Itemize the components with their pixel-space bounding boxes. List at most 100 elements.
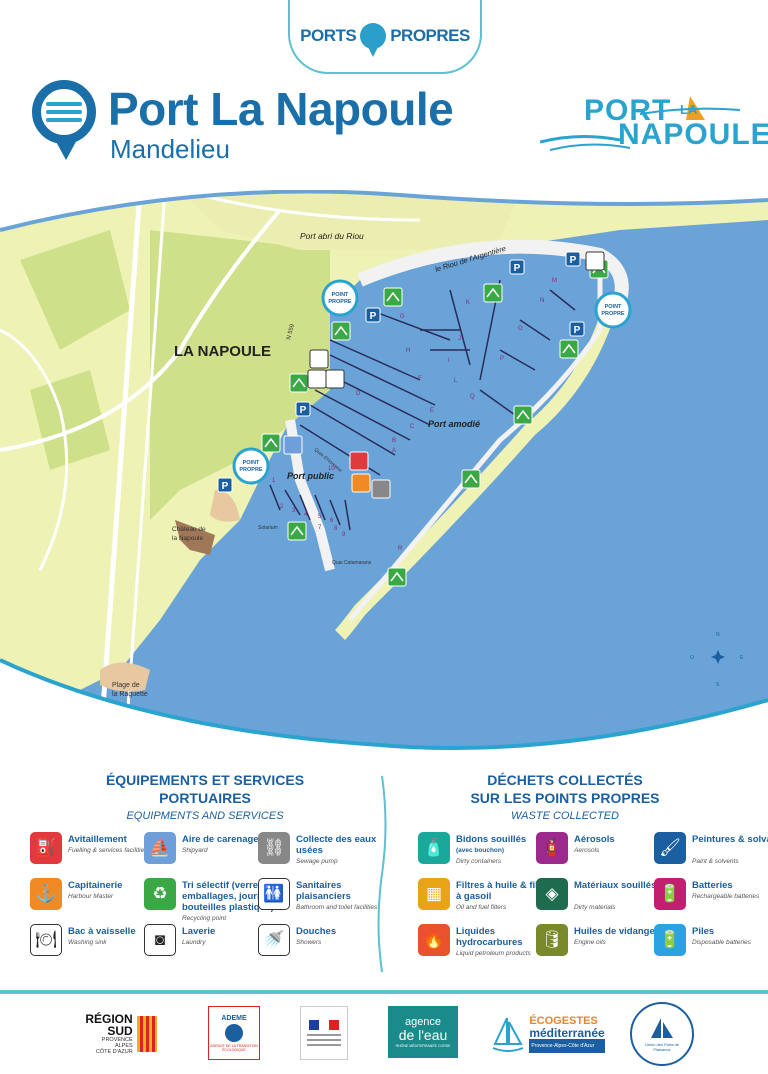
pontoon-label-e: E — [430, 408, 434, 414]
legend-item-title: Piles — [692, 926, 715, 937]
legend-item-title: Avitaillement — [68, 834, 127, 845]
legend-item-sub: Shipyard — [182, 847, 208, 854]
label-n559: N 559 — [286, 323, 296, 341]
pontoon-label-c: C — [410, 424, 415, 430]
recycling-icon — [387, 567, 407, 587]
footer-divider — [0, 990, 768, 994]
pontoon-label-f: F — [418, 376, 422, 382]
public-pontoon-label: 8 — [334, 526, 338, 532]
legend-item-sub: Sewage pump — [296, 858, 338, 865]
legend-right-subtitle: WASTE COLLECTED — [511, 810, 619, 822]
legend-icon: 🔋 — [654, 924, 686, 956]
parking-icon: P — [509, 259, 525, 275]
legend-item-sub: Engine oils — [574, 939, 606, 946]
parking-icon: P — [365, 307, 381, 323]
legend-icon: ♻ — [144, 878, 176, 910]
map-top-border — [0, 190, 768, 232]
legend-item-title: Laverie — [182, 926, 216, 937]
legend-item-title: Sanitaires plaisanciers — [296, 880, 351, 902]
eco-text-2: méditerranée — [529, 1026, 605, 1040]
chateau-building — [175, 520, 215, 555]
legend-item-title: Filtres à huile & filtres à gasoil — [456, 880, 556, 902]
wave-line — [46, 110, 82, 114]
svg-text:O: O — [690, 655, 694, 661]
pontoon-label-d: D — [356, 391, 361, 397]
legend-item-title: Matériaux souillés — [574, 880, 657, 891]
label-solarium: Solarium — [258, 525, 278, 531]
legend-icon: 🧴 — [418, 832, 450, 864]
svg-text:P: P — [370, 311, 377, 322]
parking-icon: P — [217, 477, 233, 493]
region-text-5: CÔTE D'AZUR — [95, 1049, 133, 1055]
legend-divider — [377, 776, 387, 972]
text-line — [307, 1034, 341, 1036]
legend-icon: 🧯 — [536, 832, 568, 864]
ports-propres-badge: PORTS PROPRES — [288, 0, 482, 74]
svg-text:P: P — [514, 263, 521, 274]
pontoon-label-b: B — [392, 438, 396, 444]
legend-item-sub: Paint & solvents — [692, 858, 739, 865]
legend-item-title: Batteries — [692, 880, 733, 891]
pontoon-label-l: L — [454, 378, 458, 384]
region-text-3: PROVENCE — [101, 1037, 133, 1043]
public-pontoon-label: 9 — [342, 532, 346, 538]
label-port-public: Port public — [287, 471, 334, 481]
legend-icon: ⚓ — [30, 878, 62, 910]
legend-item-title: Aire de carenage — [182, 834, 259, 845]
label-chateau-1: Château de — [172, 526, 206, 533]
port-map: Port abri du Riou le Riou de l'Argentièr… — [0, 190, 768, 750]
svg-text:N: N — [716, 632, 720, 638]
legend-item-sub: Showers — [296, 939, 322, 946]
pontoon-label-j: J — [458, 336, 461, 342]
pontoon-label-r: R — [398, 546, 403, 552]
svg-text:POINT: POINT — [332, 292, 349, 298]
sewage-icon — [371, 479, 391, 499]
legend-item-sub: Recycling point — [182, 915, 227, 922]
ademe-text: ADEME — [221, 1014, 247, 1022]
toilets-icon — [585, 251, 605, 271]
svg-text:POINT: POINT — [243, 460, 260, 466]
legend-icon: 🖌 — [654, 832, 686, 864]
road — [97, 191, 143, 749]
legend-item-title: Douches — [296, 926, 337, 937]
pontoon-label-m: M — [552, 278, 557, 284]
point-propre-marker: POINT PROPRE — [321, 279, 359, 317]
legend-icon: ◙ — [144, 924, 176, 956]
public-pontoon-label: 2 — [280, 504, 284, 510]
logo-napoule: NAPOULE — [618, 118, 768, 151]
label-port-amodie: Port amodié — [428, 419, 480, 429]
green-area — [30, 370, 110, 470]
badge-right-text: PROPRES — [390, 26, 470, 45]
public-pontoon-label: 4 — [304, 512, 308, 518]
fuel-icon — [349, 451, 369, 471]
pontoon-label-n: N — [540, 298, 544, 304]
legend-item-title: Aérosols — [574, 834, 615, 845]
solarium-beach — [210, 490, 240, 522]
pin-tail — [54, 138, 78, 160]
recycling-icon — [289, 373, 309, 393]
pontoon-label-k: K — [466, 300, 470, 306]
legend-item: 🧴Bidons souillés(avec bouchon)Dirty cont… — [418, 832, 548, 868]
legend-item-sub: Liquid petroleum products — [456, 950, 531, 957]
legend-item-sub: Harbour Master — [68, 893, 114, 900]
anchor-icon — [351, 473, 371, 493]
point-propre-marker: POINT PROPRE — [594, 291, 632, 329]
svg-text:PROPRE: PROPRE — [239, 467, 263, 473]
parking-icon: P — [569, 321, 585, 337]
svg-text:PROPRE: PROPRE — [601, 311, 625, 317]
port-la-napoule-logo: PORT LA NAPOULE — [540, 92, 768, 162]
agence-text-3: RHÔNE MÉDITERRANÉE CORSE — [395, 1043, 451, 1048]
svg-text:E: E — [740, 655, 744, 661]
parking-icon: P — [295, 401, 311, 417]
legend-left-title-1: ÉQUIPEMENTS ET SERVICES — [105, 772, 305, 788]
legend-right-title-1: DÉCHETS COLLECTÉS — [487, 772, 643, 788]
legend-icon: ⛓ — [258, 832, 290, 864]
